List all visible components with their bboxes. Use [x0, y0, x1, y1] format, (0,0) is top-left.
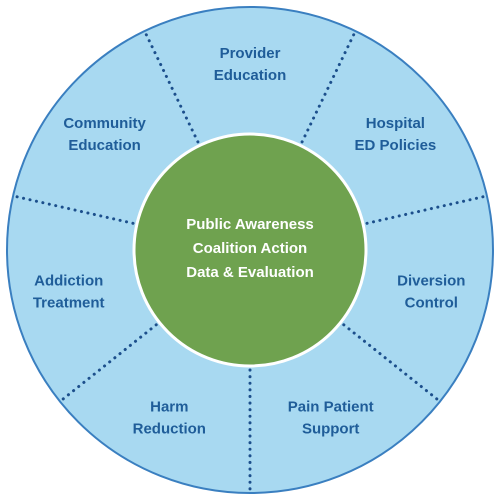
- hub-label-1: Public Awareness: [186, 216, 314, 233]
- segment-hospital-ed-policies: Hospital ED Policies: [355, 115, 437, 154]
- hub-label-2: Coalition Action: [193, 240, 307, 257]
- segment-divider: [61, 323, 158, 401]
- segment-label-line: Diversion: [397, 272, 465, 289]
- segment-dividers: [15, 33, 485, 491]
- segment-label-line: Education: [214, 67, 287, 84]
- segment-label-line: Pain Patient: [288, 399, 374, 416]
- segment-divider: [342, 323, 439, 401]
- segment-divider: [300, 33, 356, 144]
- segment-divider: [144, 33, 200, 144]
- segment-label-line: Reduction: [133, 421, 206, 438]
- segment-label-line: ED Policies: [355, 137, 437, 154]
- segment-label-line: Harm: [150, 399, 188, 416]
- segment-label-line: Support: [302, 421, 360, 438]
- segment-label-line: Hospital: [366, 115, 425, 132]
- center-hub: [132, 132, 368, 368]
- segment-label-line: Provider: [220, 45, 281, 62]
- segment-label-line: Community: [63, 115, 146, 132]
- segment-label-line: Education: [68, 137, 141, 154]
- segment-label-line: Control: [405, 294, 458, 311]
- segment-label-line: Addiction: [34, 272, 103, 289]
- segment-label-line: Treatment: [33, 294, 105, 311]
- segment-divider: [15, 195, 135, 225]
- segment-divider: [365, 195, 485, 225]
- hub-label-3: Data & Evaluation: [186, 264, 314, 281]
